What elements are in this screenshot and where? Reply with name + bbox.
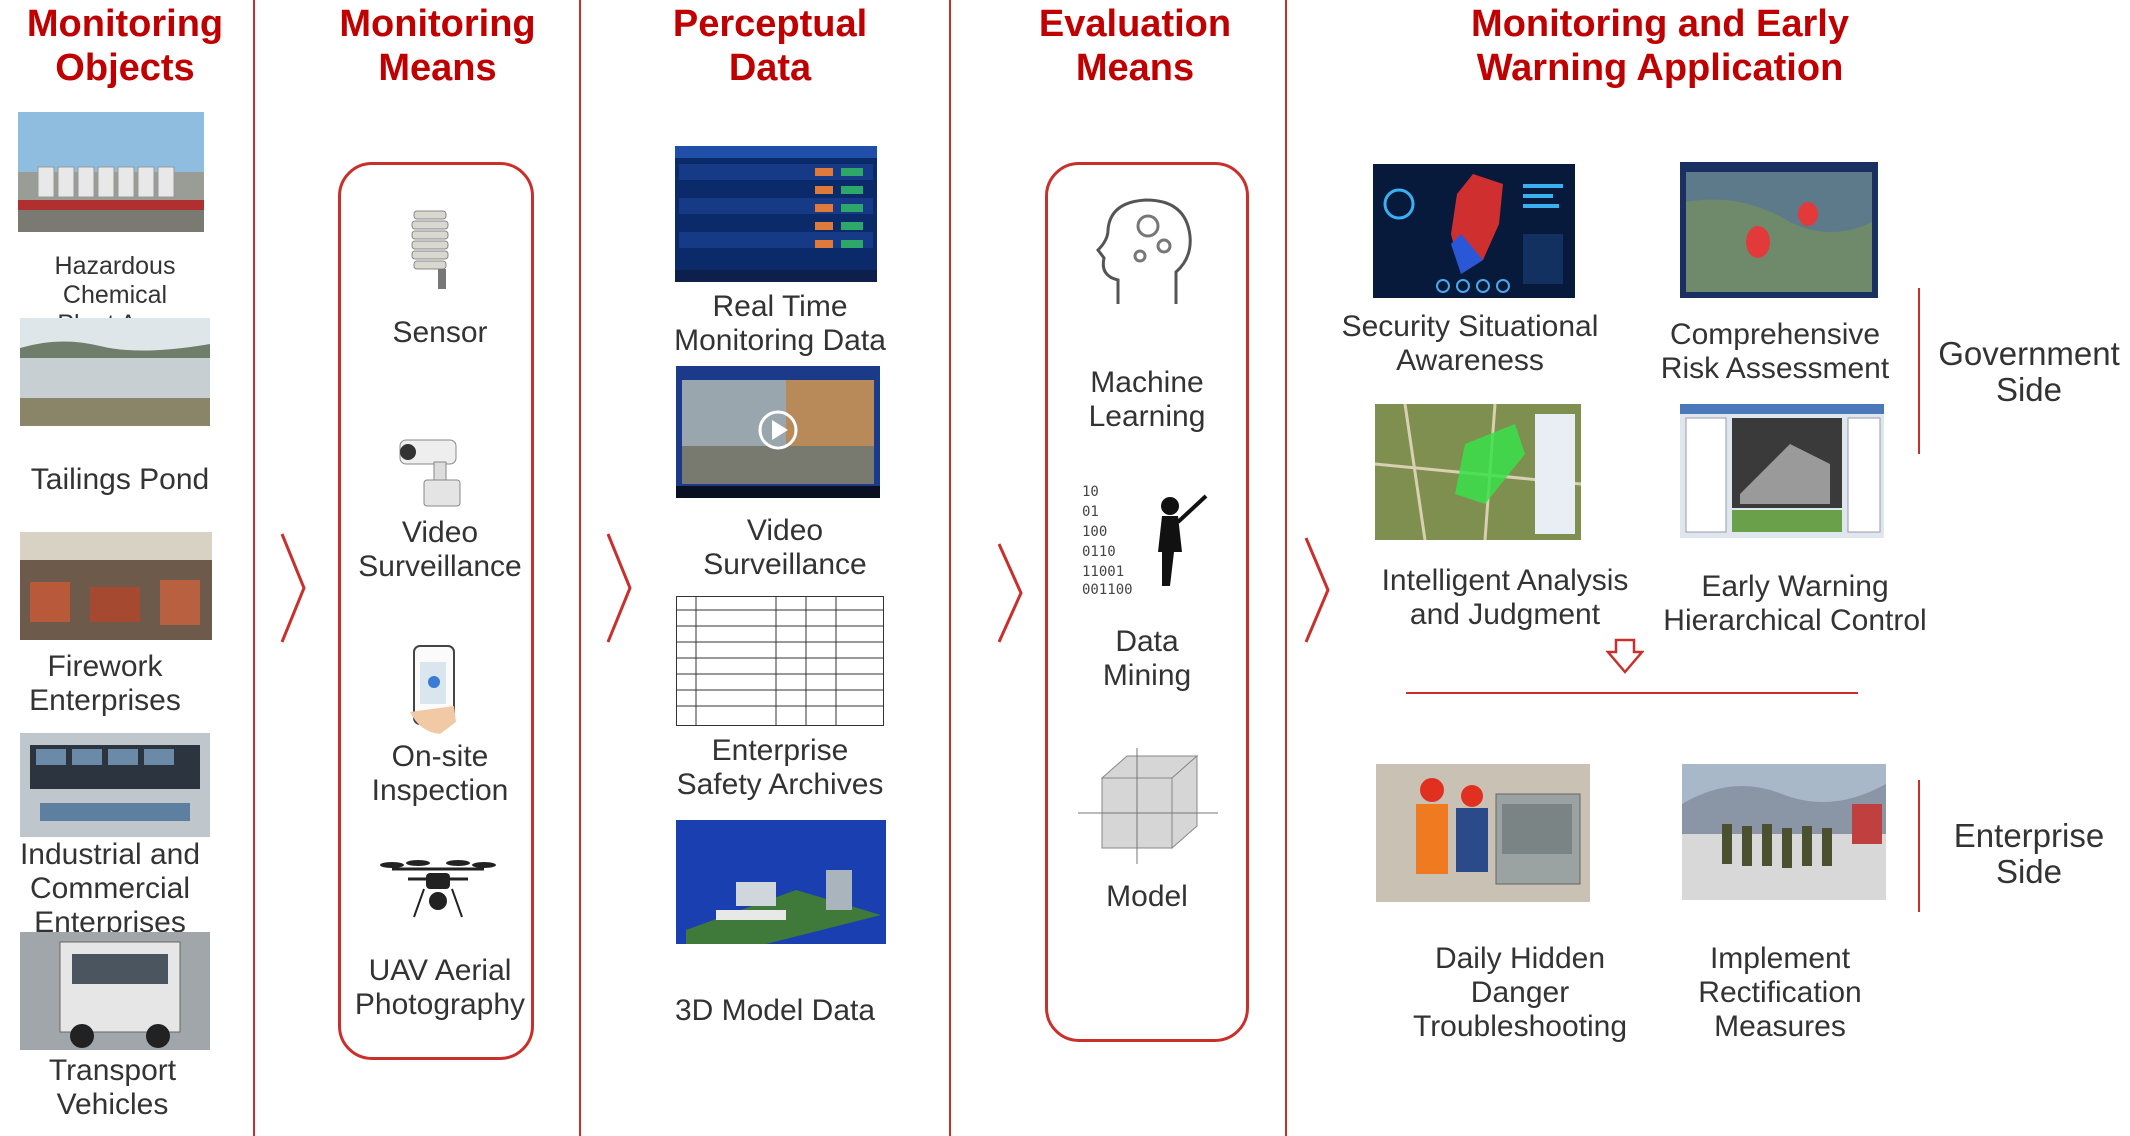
rectification-measures-photo: [1682, 764, 1886, 900]
perceptual-column-title: Perceptual Data: [672, 3, 868, 89]
situational-awareness-screenshot: [1373, 164, 1575, 298]
svg-text:01: 01: [1082, 504, 1099, 520]
3d-model-screenshot: [676, 820, 886, 944]
separator-4: [1285, 0, 1287, 1136]
objects-column-title: Monitoring Objects: [26, 3, 224, 89]
data-label-archives: Enterprise Safety Archives: [676, 734, 884, 801]
data-mining-icon: 10 01 100 0110 11001 001100: [1082, 484, 1208, 598]
transport-vehicle-photo: [20, 932, 210, 1050]
svg-text:100: 100: [1082, 524, 1107, 540]
chemical-plant-photo: [18, 112, 204, 232]
hidden-danger-troubleshooting-photo: [1376, 764, 1590, 902]
government-side-bracket: [1918, 288, 1920, 454]
data-label-3d-model: 3D Model Data: [674, 994, 876, 1027]
means-column-title: Monitoring Means: [339, 3, 536, 89]
object-label-tailings-pond: Tailings Pond: [30, 463, 210, 496]
safety-archives-table: [676, 596, 884, 726]
camera-icon: [399, 439, 461, 507]
model-cube-icon: [1078, 748, 1218, 864]
drone-icon: [380, 860, 496, 918]
evaluation-column-title: Evaluation Means: [1038, 3, 1232, 89]
video-surveillance-screenshot: [676, 366, 880, 498]
svg-text:001100: 001100: [1082, 582, 1133, 598]
enterprise-side-bracket: [1918, 780, 1920, 912]
application-divider: [1406, 692, 1858, 694]
smartphone-icon: [410, 645, 456, 734]
object-label-transport: Transport Vehicles: [48, 1054, 177, 1121]
flow-chevron-icon: [280, 533, 306, 643]
flow-chevron-icon: [606, 533, 632, 643]
ent-label-hidden-danger: Daily Hidden Danger Troubleshooting: [1412, 942, 1628, 1043]
firework-enterprise-photo: [20, 532, 212, 640]
data-label-video: Video Surveillance: [703, 514, 867, 581]
means-label-video: Video Surveillance: [358, 516, 522, 583]
means-label-uav: UAV Aerial Photography: [354, 954, 526, 1021]
down-arrow-icon: [1606, 638, 1644, 674]
realtime-monitoring-screenshot: [675, 146, 877, 282]
svg-text:10: 10: [1082, 484, 1099, 500]
eval-label-model: Model: [1106, 880, 1188, 913]
separator-3: [949, 0, 951, 1136]
tailings-pond-photo: [20, 318, 210, 426]
svg-text:0110: 0110: [1082, 544, 1116, 560]
application-column-title: Monitoring and Early Warning Application: [1471, 3, 1849, 89]
means-rounded-box: [338, 162, 534, 1060]
evaluation-rounded-box: [1045, 162, 1249, 1042]
risk-assessment-map: [1680, 162, 1878, 298]
svg-text:11001: 11001: [1082, 564, 1124, 580]
flow-chevron-icon: [997, 543, 1023, 643]
brain-head-icon: [1096, 198, 1192, 304]
object-label-firework: Firework Enterprises: [29, 650, 181, 717]
gov-label-early-warning: Early Warning Hierarchical Control: [1663, 570, 1927, 637]
means-label-inspection: On-site Inspection: [371, 740, 509, 807]
enterprise-side-label: Enterprise Side: [1953, 817, 2105, 890]
object-label-industrial: Industrial and Commercial Enterprises: [19, 838, 201, 939]
separator-2: [579, 0, 581, 1136]
eval-label-data-mining: Data Mining: [1102, 625, 1192, 692]
industrial-control-room-photo: [20, 733, 210, 837]
eval-label-machine-learning: Machine Learning: [1088, 366, 1206, 433]
gov-label-situational-awareness: Security Situational Awareness: [1341, 310, 1599, 377]
gov-label-intelligent-analysis: Intelligent Analysis and Judgment: [1381, 564, 1629, 631]
sensor-icon: [411, 210, 449, 289]
data-label-realtime: Real Time Monitoring Data: [674, 290, 886, 357]
intelligent-analysis-map: [1375, 404, 1581, 540]
ent-label-rectification: Implement Rectification Measures: [1698, 942, 1862, 1043]
gov-label-risk-assessment: Comprehensive Risk Assessment: [1660, 318, 1890, 385]
early-warning-screenshot: [1680, 404, 1884, 538]
means-label-sensor: Sensor: [392, 316, 488, 349]
government-side-label: Government Side: [1938, 335, 2120, 408]
separator-1: [253, 0, 255, 1136]
flow-chevron-icon: [1304, 537, 1330, 643]
